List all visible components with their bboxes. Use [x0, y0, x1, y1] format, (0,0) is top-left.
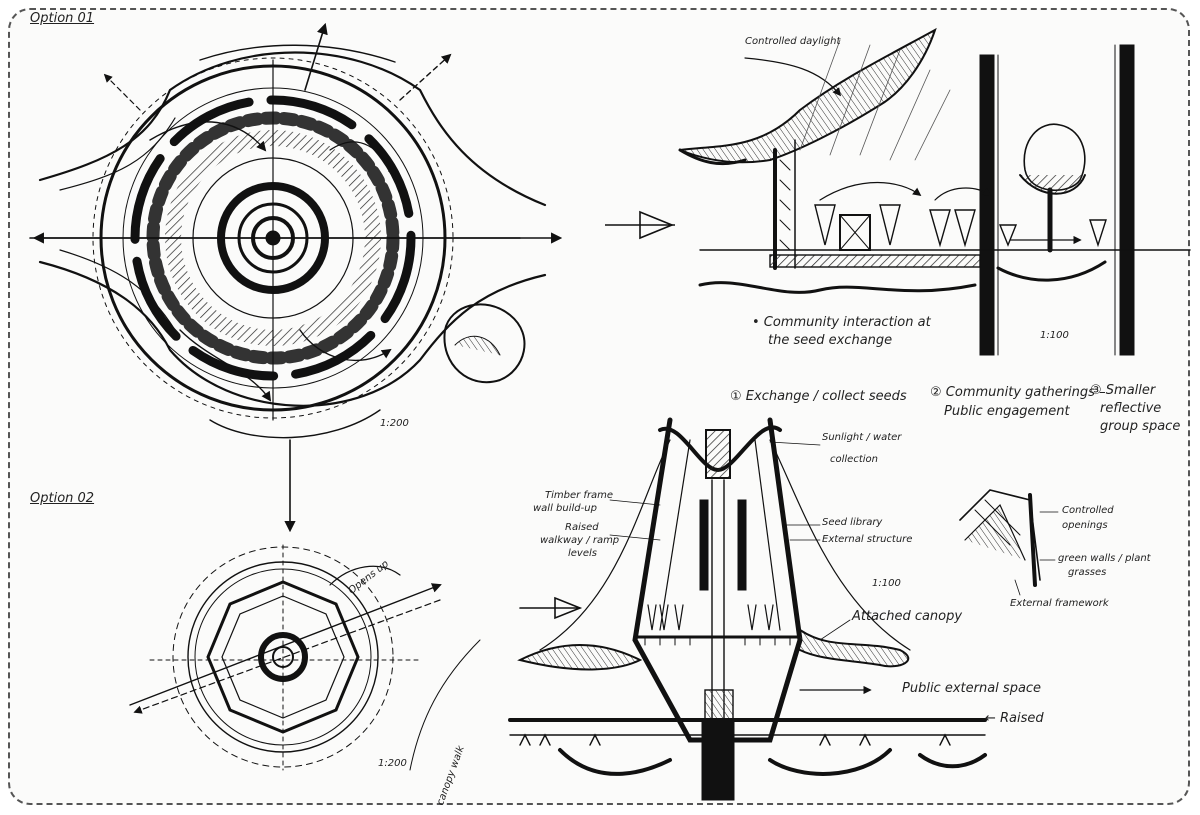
- attached-canopy-label: Attached canopy: [852, 609, 963, 624]
- sunlight-line1: Sunlight / water: [822, 432, 902, 443]
- raised-line3: levels: [568, 548, 597, 559]
- raised-line2: walkway / ramp: [540, 535, 620, 546]
- raised-line1: Raised: [565, 522, 599, 533]
- green-walls-line1: green walls / plant: [1058, 553, 1151, 564]
- daylight-note: Controlled daylight: [745, 36, 841, 47]
- legend-item-2-line2: Public engagement: [944, 404, 1070, 419]
- community-note-line1: • Community interaction at: [752, 315, 931, 330]
- section-bottom: [508, 417, 987, 801]
- raised-ground-label: ← Raised: [985, 711, 1044, 726]
- external-framework-label: External framework: [1010, 598, 1109, 609]
- option-1-label: Option 01: [30, 11, 95, 26]
- controlled-openings-line2: openings: [1062, 520, 1108, 531]
- scale-plan-2: 1:200: [378, 758, 407, 769]
- plan-option-1: [29, 22, 563, 533]
- legend-item-3-line3: group space: [1100, 419, 1181, 434]
- seed-library-label: Seed library: [822, 517, 883, 528]
- external-structure-label: External structure: [822, 534, 913, 545]
- direction-arrow-1: [605, 210, 675, 240]
- scale-section-mid: 1:100: [872, 578, 901, 589]
- legend-item-3-line1: ③ Smaller: [1090, 383, 1156, 398]
- legend-item-1: ① Exchange / collect seeds: [730, 389, 907, 404]
- timber-frame-line1: Timber frame: [545, 490, 614, 501]
- option-2-label: Option 02: [30, 491, 95, 506]
- community-note-line2: the seed exchange: [768, 333, 893, 348]
- detail-sketch: [959, 489, 1059, 596]
- section-top-scale: 1:100: [1040, 330, 1069, 341]
- timber-frame-line2: wall build-up: [533, 503, 597, 514]
- controlled-openings-line1: Controlled: [1062, 505, 1114, 516]
- plan-option-2: [129, 544, 481, 771]
- public-space-label: Public external space: [902, 681, 1042, 696]
- green-walls-line2: grasses: [1068, 567, 1107, 578]
- sunlight-line2: collection: [830, 454, 878, 465]
- section-top: [678, 27, 1191, 356]
- legend-item-2-line1: ② Community gatherings –: [930, 385, 1106, 400]
- scale-plan-1: 1:200: [380, 418, 409, 429]
- legend-item-3-line2: reflective: [1100, 401, 1162, 416]
